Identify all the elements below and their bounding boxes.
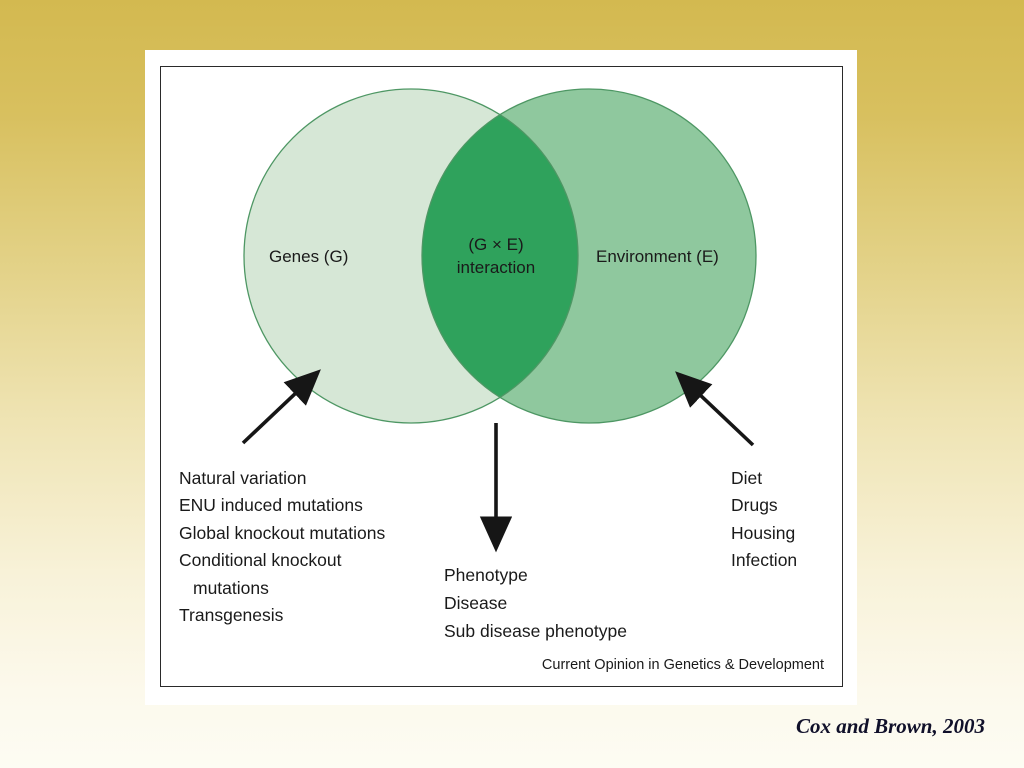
journal-caption: Current Opinion in Genetics & Developmen… xyxy=(541,657,824,673)
list-item: Sub disease phenotype xyxy=(444,621,627,641)
list-item: Drugs xyxy=(731,495,778,516)
list-item: Disease xyxy=(444,593,508,613)
list-item: Global knockout mutations xyxy=(179,522,386,543)
list-item: Conditional knockout xyxy=(179,550,342,571)
list-item: Diet xyxy=(731,468,763,488)
venn-diagram-canvas xyxy=(241,88,757,553)
list-item: Infection xyxy=(731,550,798,571)
interaction-label: (G × E) interaction xyxy=(431,233,561,279)
interaction-overlap-region xyxy=(422,89,578,423)
genes-label: Genes (G) xyxy=(269,247,349,266)
list-item: Phenotype xyxy=(444,565,528,585)
figure-frame: Genes (G) (G × E) interaction Environmen… xyxy=(160,66,843,687)
list-item: Natural variation xyxy=(179,468,307,488)
list-item: mutations xyxy=(193,577,269,598)
genes-arrow xyxy=(241,369,321,445)
environment-label: Environment (E) xyxy=(596,247,719,266)
interaction-label-line1: (G × E) xyxy=(468,235,524,254)
genes-circle-outline xyxy=(243,88,579,424)
genes-factors-list: Natural variation ENU induced mutations … xyxy=(179,465,385,629)
environment-arrow xyxy=(675,371,755,447)
citation-text: Cox and Brown, 2003 xyxy=(795,714,985,738)
environment-factors-list: Diet Drugs Housing Infection xyxy=(731,465,797,575)
figure-panel: Genes (G) (G × E) interaction Environmen… xyxy=(145,50,857,705)
list-item: Housing xyxy=(731,522,796,543)
interaction-outcomes-list: Phenotype Disease Sub disease phenotype xyxy=(444,561,627,645)
list-item: Transgenesis xyxy=(179,605,284,626)
environment-circle-outline xyxy=(421,88,757,424)
interaction-label-line2: interaction xyxy=(456,258,536,277)
list-item: ENU induced mutations xyxy=(179,495,363,516)
